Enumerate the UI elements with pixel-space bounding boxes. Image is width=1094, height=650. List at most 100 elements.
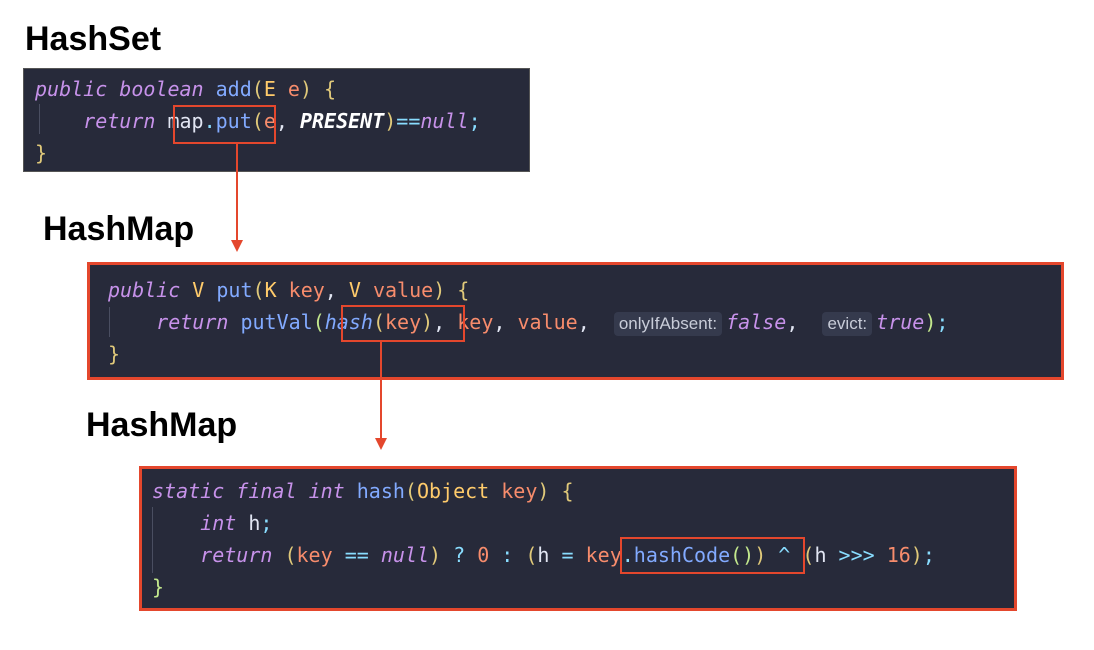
parameter-hint-onlyifabsent: onlyIfAbsent:	[613, 311, 723, 336]
keyword-public: public	[108, 278, 181, 302]
keyword-return: return	[200, 543, 273, 567]
paren: )	[384, 109, 397, 133]
operator-assign: =	[561, 543, 574, 567]
dot: .	[621, 543, 634, 567]
semicolon: ;	[936, 310, 949, 334]
paren: (	[404, 479, 417, 503]
method-call-put: put	[215, 109, 252, 133]
variable-h: h	[248, 511, 261, 535]
paren: (	[802, 543, 815, 567]
code-line-1: public boolean add(E e) {	[35, 73, 336, 105]
semicolon: ;	[468, 109, 481, 133]
code-line-4: }	[152, 571, 164, 603]
param-type: K	[264, 278, 277, 302]
operator-equals: ==	[396, 109, 421, 133]
code-line-1: static final int hash(Object key) {	[152, 475, 574, 507]
code-line-2: return putVal(hash(key), key, value, onl…	[108, 306, 948, 338]
parameter-hint-evict: evict:	[822, 311, 873, 336]
param-type: Object	[416, 479, 490, 503]
variable-h: h	[814, 543, 827, 567]
arrow-head	[375, 438, 387, 450]
comma: ,	[493, 310, 506, 334]
code-line-2: return map.put(e, PRESENT)==null;	[35, 105, 481, 137]
paren: )	[433, 278, 446, 302]
paren: )	[910, 543, 923, 567]
hashmap-put-heading: HashMap	[43, 210, 195, 248]
dot: .	[203, 109, 216, 133]
paren: (	[251, 109, 264, 133]
paren: )	[537, 479, 550, 503]
paren: (	[284, 543, 297, 567]
code-line-1: public V put(K key, V value) {	[108, 274, 469, 306]
keyword-return: return	[83, 109, 156, 133]
keyword-null: null	[420, 109, 469, 133]
param-key: key	[501, 479, 538, 503]
operator-xor: ^	[778, 543, 791, 567]
paren: )	[421, 310, 434, 334]
operator-shift: >>>	[838, 543, 875, 567]
brace: }	[35, 141, 48, 165]
indent-guide	[152, 507, 153, 573]
hashmap-hash-heading: HashMap	[86, 406, 238, 444]
hashset-heading: HashSet	[25, 20, 162, 58]
method-call-putval: putVal	[240, 310, 313, 334]
highlight-hash-key	[341, 305, 465, 342]
param-name: e	[287, 77, 300, 101]
paren: (	[252, 278, 265, 302]
keyword-int: int	[308, 479, 345, 503]
comma: ,	[786, 310, 799, 334]
comma: ,	[433, 310, 446, 334]
return-type: V	[192, 278, 205, 302]
variable-h: h	[537, 543, 550, 567]
brace: {	[457, 278, 470, 302]
paren: (	[525, 543, 538, 567]
param-type: E	[263, 77, 276, 101]
param-key: key	[288, 278, 325, 302]
keyword-public: public	[35, 77, 108, 101]
comma: ,	[275, 109, 288, 133]
paren: )	[754, 543, 767, 567]
param-value: value	[372, 278, 434, 302]
code-line-3: }	[108, 338, 120, 370]
param-key: key	[585, 543, 622, 567]
method-name-add: add	[215, 77, 252, 101]
method-call-hashcode: hashCode	[633, 543, 731, 567]
brace: {	[561, 479, 574, 503]
keyword-false: false	[726, 310, 787, 334]
semicolon: ;	[922, 543, 935, 567]
arg-value: value	[517, 310, 578, 334]
number-zero: 0	[477, 543, 490, 567]
method-name-put: put	[216, 278, 253, 302]
method-call-hash: hash	[324, 310, 373, 334]
hashmap-hash-code-block: static final int hash(Object key) { int …	[139, 466, 1017, 611]
paren: (	[372, 310, 385, 334]
paren: (	[251, 77, 264, 101]
keyword-true: true	[876, 310, 925, 334]
paren: )	[429, 543, 442, 567]
hashmap-put-code-block: public V put(K key, V value) { return pu…	[87, 262, 1064, 380]
code-line-3: }	[35, 137, 47, 169]
operator-ternary: ?	[453, 543, 466, 567]
semicolon: ;	[260, 511, 273, 535]
keyword-final: final	[236, 479, 297, 503]
paren: ()	[730, 543, 755, 567]
hashset-add-code-block: public boolean add(E e) { return map.put…	[23, 68, 530, 172]
keyword-null: null	[380, 543, 429, 567]
paren: (	[312, 310, 325, 334]
constant-present: PRESENT	[299, 109, 385, 133]
param-type: V	[348, 278, 361, 302]
keyword-return: return	[156, 310, 229, 334]
operator-colon: :	[501, 543, 514, 567]
brace: }	[152, 575, 165, 599]
number-sixteen: 16	[886, 543, 911, 567]
arg-e: e	[263, 109, 276, 133]
brace: }	[108, 342, 121, 366]
keyword-int: int	[200, 511, 237, 535]
keyword-boolean: boolean	[119, 77, 204, 101]
paren: )	[924, 310, 937, 334]
highlight-key-hashcode	[620, 537, 805, 574]
code-line-2: int h;	[152, 507, 272, 539]
paren: )	[299, 77, 312, 101]
arg-key: key	[384, 310, 422, 334]
